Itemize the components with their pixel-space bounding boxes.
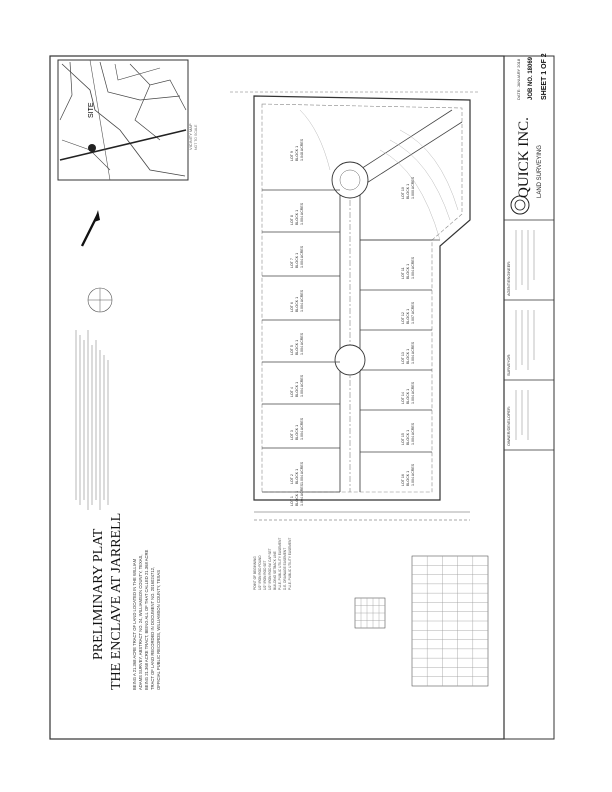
diagonal-road <box>349 109 463 187</box>
plat-title-line2: THE ENCLAVE AT JARRELL <box>109 513 124 690</box>
property-boundary <box>253 95 471 501</box>
cul-de-sac <box>331 161 369 199</box>
job-number: JOB NO. 18069 <box>528 56 534 100</box>
description-line: ADAMS SURVEY, ABSTRACT NO. 24, WILLIAMSO… <box>138 554 143 690</box>
cul-de-sac <box>334 344 366 376</box>
lot-label-acres: 1.000 ACRES <box>411 176 415 199</box>
vicinity-map-heading: VICINITY MAP <box>188 123 193 150</box>
cul-de-sac-inner <box>339 169 361 191</box>
lot-label-lot: LOT 14 <box>401 392 405 404</box>
legend-item: D.E. DRAINAGE EASEMENT <box>283 548 287 590</box>
lot-label-acres: 1.004 ACRES <box>300 461 304 484</box>
lot-label-acres: 1.004 ACRES <box>411 341 415 364</box>
surveyor-header: SURVEYOR: <box>507 354 511 376</box>
curve-table <box>354 597 386 629</box>
line-table <box>411 555 489 687</box>
lot-label-acres: 1.004 ACRES <box>411 256 415 279</box>
lot-label-block: BLOCK 1 <box>406 471 410 486</box>
lot-label-block: BLOCK 1 <box>295 297 299 312</box>
company-logo <box>510 195 530 215</box>
lot-label-acres: 1.004 ACRES <box>300 289 304 312</box>
lot-label-lot: LOT 11 <box>401 267 405 279</box>
lot-label-lot: LOT 9 <box>290 151 294 161</box>
lot-label-block: BLOCK 1 <box>295 210 299 225</box>
legend-item: P.U.E. PUBLIC UTILITY EASEMENT <box>278 538 282 590</box>
company-name: QUICK INC. <box>516 117 532 198</box>
lot-label-block: BLOCK 1 <box>295 146 299 161</box>
legend-item: 1/2" IRON ROD SET <box>263 560 267 590</box>
lot-label-block: BLOCK 1 <box>406 349 410 364</box>
lot-label-acres: 1.004 ACRES <box>411 463 415 486</box>
legend-item: BUILDING SETBACK LINE <box>273 551 277 590</box>
vicinity-map-scale: NOT TO SCALE <box>194 124 198 150</box>
description-line: TRACT OF LAND RECORDED IN DOCUMENT NO. 2… <box>150 567 155 690</box>
lot-label-block: BLOCK 1 <box>406 264 410 279</box>
plat-title-line1: PRELIMINARY PLAT <box>91 528 106 660</box>
lot-label-acres: 1.004 ACRES <box>300 417 304 440</box>
lot-label-lot: LOT 13 <box>401 352 405 364</box>
north-arrow-icon <box>80 210 100 247</box>
description-line: OFFICIAL PUBLIC RECORDS, WILLIAMSON COUN… <box>156 570 161 690</box>
plat-legend: POINT OF BEGINNING 1/2" IRON ROD FOUND 1… <box>253 538 292 590</box>
lot-label-lot: LOT 15 <box>401 433 405 445</box>
vicinity-site-label: SITE <box>88 102 95 118</box>
lot-label-block: BLOCK 1 <box>295 253 299 268</box>
lot-label-acres: 1.004 ACRES <box>300 202 304 225</box>
developer-header: OWNER/DEVELOPER: <box>507 406 511 446</box>
vicinity-map: SITE VICINITY MAP NOT TO SCALE <box>57 59 198 181</box>
sheet-number: SHEET 1 OF 2 <box>541 53 548 100</box>
lot-label-block: BLOCK 1 <box>295 340 299 355</box>
lot-label-block: BLOCK 1 <box>295 425 299 440</box>
lot-label-acres: 1.004 ACRES <box>300 245 304 268</box>
lot-label-lot: LOT 4 <box>290 387 294 397</box>
lot-label-lot: LOT 1 <box>290 496 294 506</box>
lot-label-lot: LOT 7 <box>290 258 294 268</box>
lot-label-acres: 1.004 ACRES <box>300 483 304 506</box>
lot-label-lot: LOT 2 <box>290 474 294 484</box>
lot-label-block: BLOCK 1 <box>295 382 299 397</box>
lot-label-lot: LOT 3 <box>290 430 294 440</box>
lot-label-lot: LOT 6 <box>290 302 294 312</box>
lot-label-block: BLOCK 1 <box>406 430 410 445</box>
description-line: BEING 21.368 ACRE TRACT, BEING ALL OF TH… <box>144 549 149 690</box>
company-sub: LAND SURVEYING <box>537 145 543 198</box>
lot-label-lot: LOT 10 <box>401 187 405 199</box>
lot-label-lot: LOT 8 <box>290 215 294 225</box>
lot-label-lot: LOT 5 <box>290 345 294 355</box>
plat-description: BEING A 21.368 ACRE TRACT OF LAND LOCATE… <box>132 549 161 690</box>
lot-label-block: BLOCK 1 <box>295 491 299 506</box>
sheet-date: DATE: JANUARY 2018 <box>516 58 521 100</box>
legend-item: 1/2" IRON ROD FOUND <box>258 555 262 590</box>
lot-label-acres: 1.004 ACRES <box>411 381 415 404</box>
engineer-header: AGENT/ENGINEER: <box>507 261 511 296</box>
title-block-frame <box>503 55 555 740</box>
lot-label-block: BLOCK 1 <box>406 184 410 199</box>
lot-label-block: BLOCK 1 <box>406 389 410 404</box>
lot-label-lot: LOT 12 <box>401 312 405 324</box>
legend-item: POINT OF BEGINNING <box>253 556 257 590</box>
lot-label-acres: 1.048 ACRES <box>300 138 304 161</box>
lot-label-acres: 1.004 ACRES <box>411 422 415 445</box>
lot-label-acres: 1.004 ACRES <box>300 332 304 355</box>
plat-notes <box>75 330 109 510</box>
lot-label-block: BLOCK 1 <box>295 469 299 484</box>
description-line: BEING A 21.368 ACRE TRACT OF LAND LOCATE… <box>132 558 137 690</box>
title-block: QUICK INC. LAND SURVEYING DATE: JANUARY … <box>503 53 555 740</box>
lot-label-block: BLOCK 1 <box>406 309 410 324</box>
monument-detail <box>87 287 113 313</box>
lot-label-acres: 1.004 ACRES <box>300 374 304 397</box>
legend-item: P.U.E. PUBLIC UTILITY EASEMENT <box>288 538 292 590</box>
lot-label-lot: LOT 16 <box>401 474 405 486</box>
lot-label-acres: 1.007 ACRES <box>411 301 415 324</box>
legend-item: 1/2" IRON ROD W/ CAP SET <box>268 548 272 590</box>
